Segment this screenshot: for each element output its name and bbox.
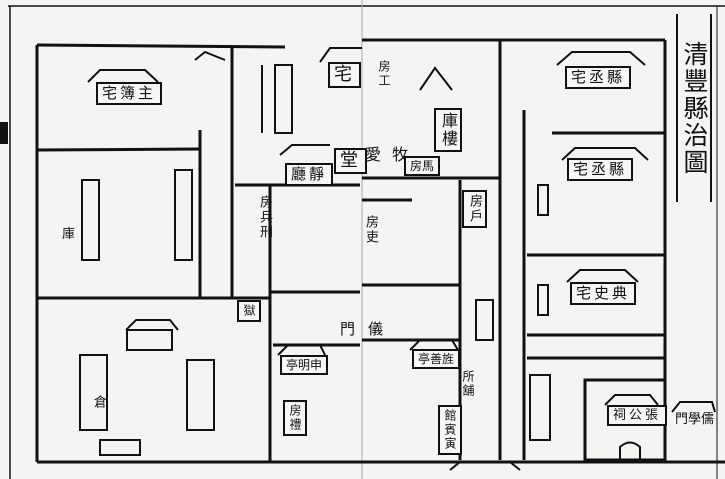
- label-office-b: 房禮: [283, 400, 307, 436]
- label-zhang-shrine: 祠公張: [607, 405, 668, 426]
- label-residence: 宅: [328, 62, 361, 88]
- label-muai: 愛 牧: [365, 145, 412, 164]
- label-shenming-pavilion: 亭明申: [280, 355, 329, 375]
- label-jingshan-pavilion: 亭善旌: [412, 349, 461, 369]
- label-school-gate: 門學儒: [675, 412, 715, 427]
- right-compound-walls: [362, 38, 667, 462]
- side-halls: [79, 64, 551, 456]
- label-hall: 堂: [334, 148, 367, 174]
- gate-arch: [619, 441, 641, 460]
- label-granary: 倉: [91, 395, 106, 410]
- label-treasury: 庫樓: [434, 108, 462, 152]
- label-dianshi-residence: 宅史典: [570, 282, 637, 305]
- label-west-office: 房吏: [363, 215, 378, 245]
- page-mark: [0, 122, 8, 144]
- label-xiancheng-residence-2: 宅丞縣: [567, 158, 634, 181]
- label-quiet-room: 廳靜: [285, 163, 334, 186]
- label-stable: 房馬: [404, 156, 441, 176]
- label-yi-gate: 儀: [368, 320, 387, 338]
- label-zhubo-residence: 宅簿主: [96, 82, 163, 105]
- label-left-office: 房工: [377, 60, 391, 88]
- label-east-office: 房戶: [462, 190, 487, 228]
- label-store: 庫: [62, 227, 79, 242]
- map-title: 清豐縣治圖: [676, 14, 712, 202]
- label-office-a: 房兵刑: [257, 195, 272, 240]
- label-xiancheng-residence: 宅丞縣: [565, 66, 632, 89]
- label-office-c: 所舖: [461, 370, 475, 398]
- label-office-d: 館賓寅: [438, 405, 462, 455]
- front-gate-roof: [449, 461, 521, 471]
- building-roofs: [87, 47, 716, 413]
- label-gate: 門: [340, 320, 359, 338]
- label-prison: 獄: [237, 300, 261, 322]
